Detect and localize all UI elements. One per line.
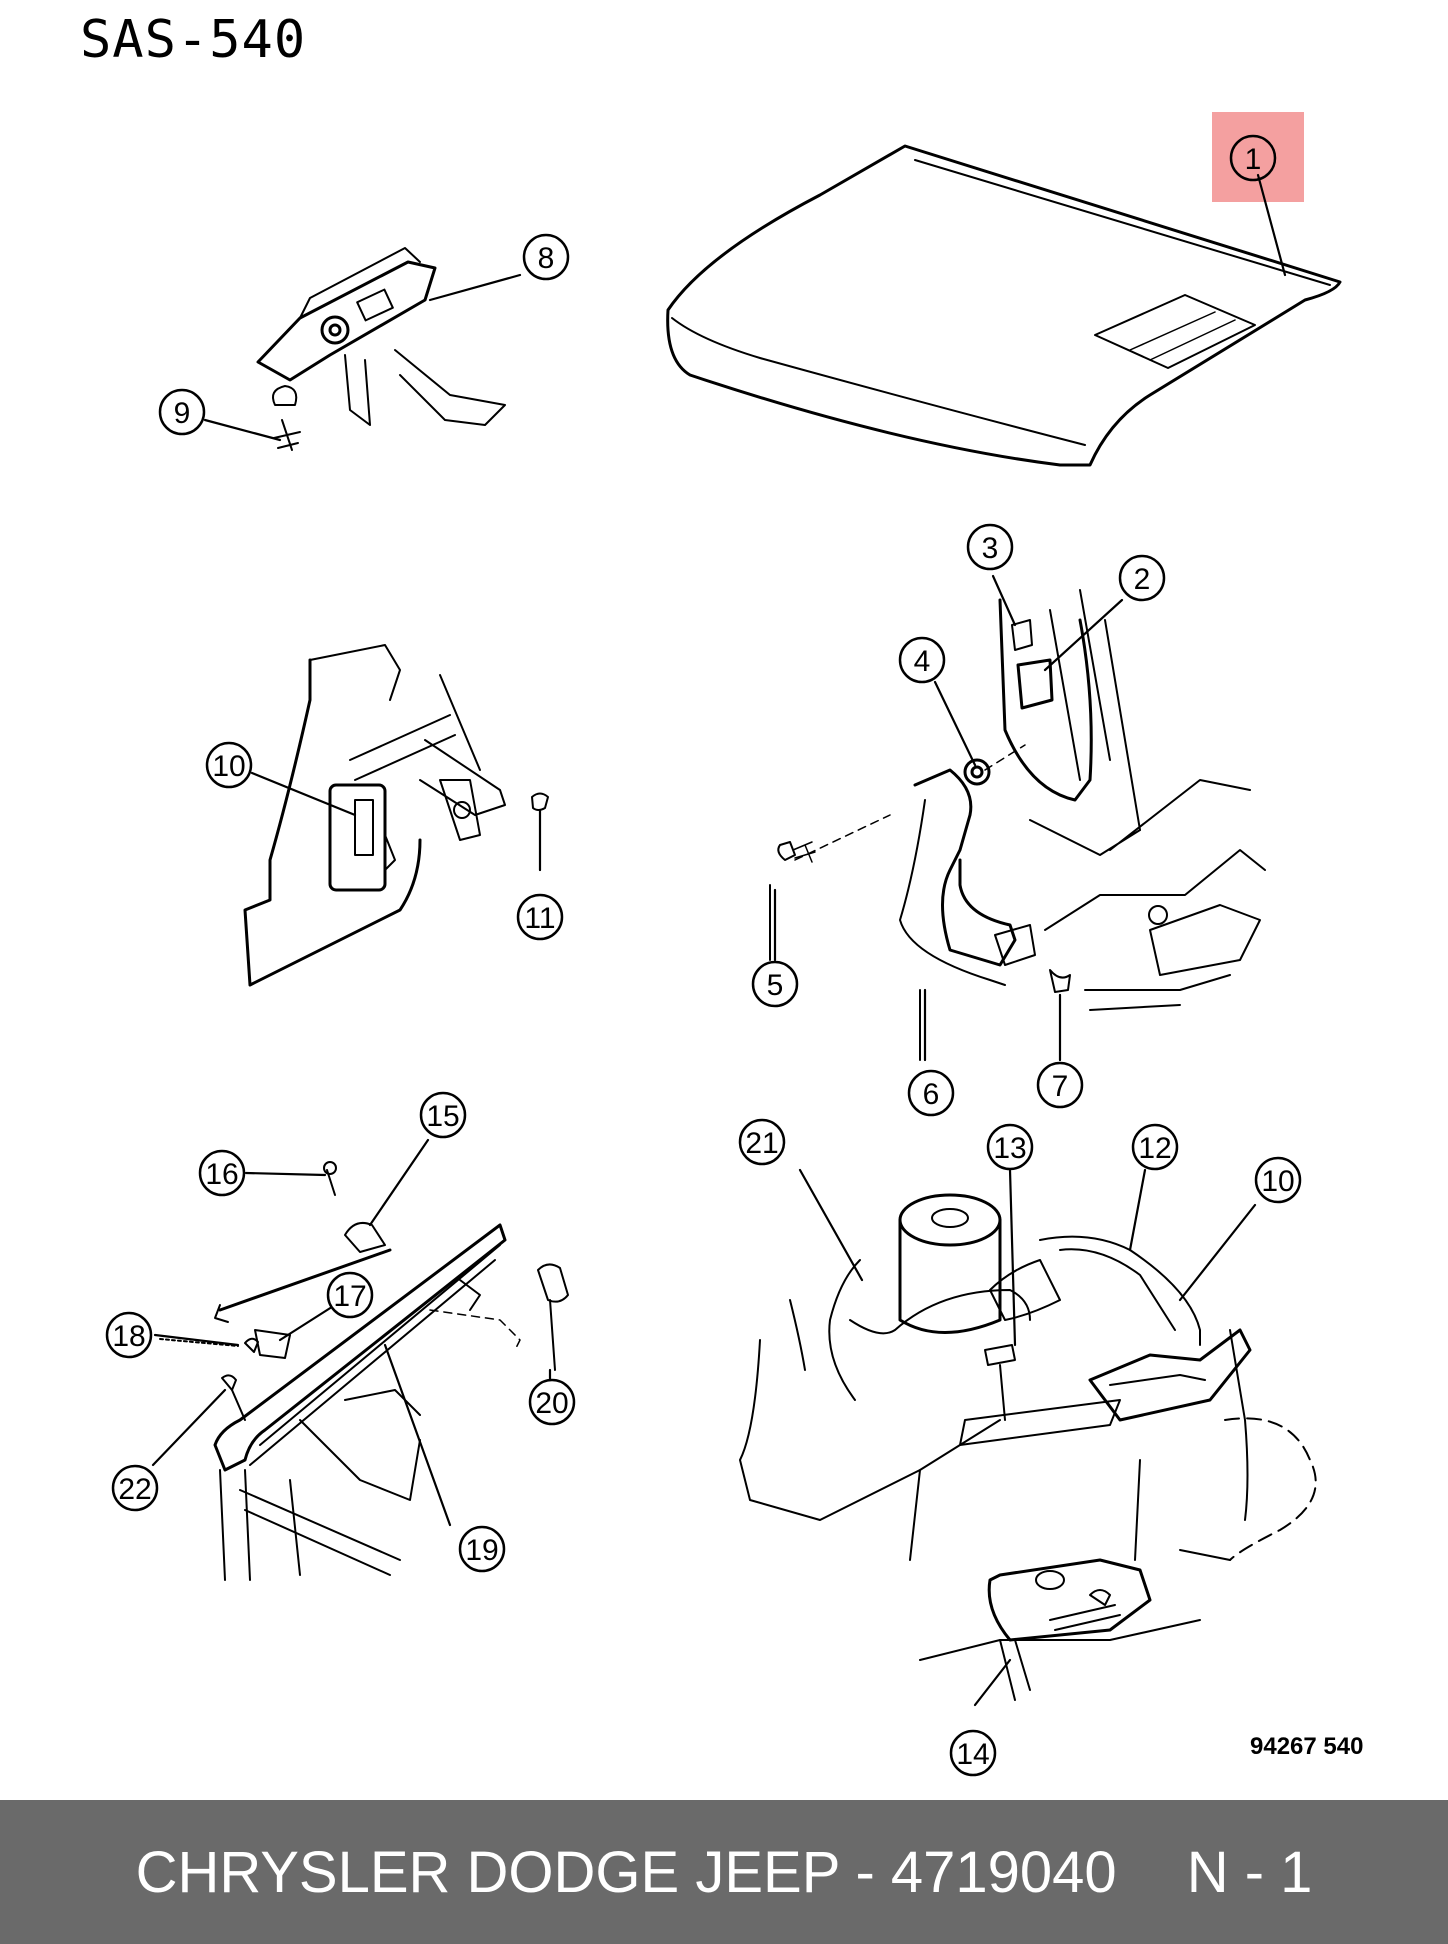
callout-15: 15 [426, 1100, 459, 1133]
release-cable-drawing [739, 1193, 1317, 1701]
callout-10-latch: 10 [212, 750, 245, 783]
callout-1: 1 [1245, 143, 1262, 176]
cowl-rod-drawing [159, 1161, 569, 1581]
hood-panel-drawing [666, 144, 1342, 467]
callout-8: 8 [538, 242, 555, 275]
callout-2: 2 [1134, 563, 1151, 596]
callout-17: 17 [333, 1280, 366, 1313]
callout-22: 22 [118, 1473, 151, 1506]
callout-12: 12 [1138, 1132, 1171, 1165]
callout-3: 3 [982, 532, 999, 565]
callout-14: 14 [956, 1738, 989, 1771]
callout-19: 19 [465, 1534, 498, 1567]
callout-16: 16 [205, 1158, 238, 1191]
callout-5: 5 [767, 969, 784, 1002]
callout-11: 11 [524, 902, 555, 935]
hood-hinge-drawing [769, 589, 1266, 1061]
latch-release-drawing [243, 644, 549, 987]
hood-latch-drawing [256, 247, 506, 451]
footer-brand-part-number: CHRYSLER DODGE JEEP - 4719040 [135, 1839, 1117, 1905]
callout-20: 20 [535, 1387, 568, 1420]
callout-labels: 1 2 3 4 5 6 7 8 9 10 11 12 13 21 10 14 1… [112, 143, 1294, 1771]
footer-bar: CHRYSLER DODGE JEEP - 4719040 N - 1 [0, 1800, 1448, 1944]
callout-21: 21 [745, 1127, 778, 1160]
drawing-number: 94267 540 [1250, 1733, 1364, 1760]
exploded-view-drawing: 1 2 3 4 5 6 7 8 9 10 11 12 13 21 10 14 1… [105, 112, 1342, 1777]
callout-4: 4 [914, 645, 931, 678]
callout-circles [105, 134, 1302, 1777]
footer-diagram-position: N - 1 [1186, 1839, 1313, 1905]
callout-9: 9 [174, 397, 191, 430]
parts-diagram: SAS-540 [80, 10, 1364, 1777]
callout-18: 18 [112, 1320, 145, 1353]
sheet-code: SAS-540 [80, 10, 307, 70]
callout-7: 7 [1052, 1070, 1069, 1103]
callout-13: 13 [993, 1132, 1026, 1165]
callout-10-cable: 10 [1261, 1165, 1294, 1198]
callout-6: 6 [923, 1078, 940, 1111]
callout-1-highlight [1212, 112, 1304, 202]
leader-lines [151, 173, 1287, 1707]
